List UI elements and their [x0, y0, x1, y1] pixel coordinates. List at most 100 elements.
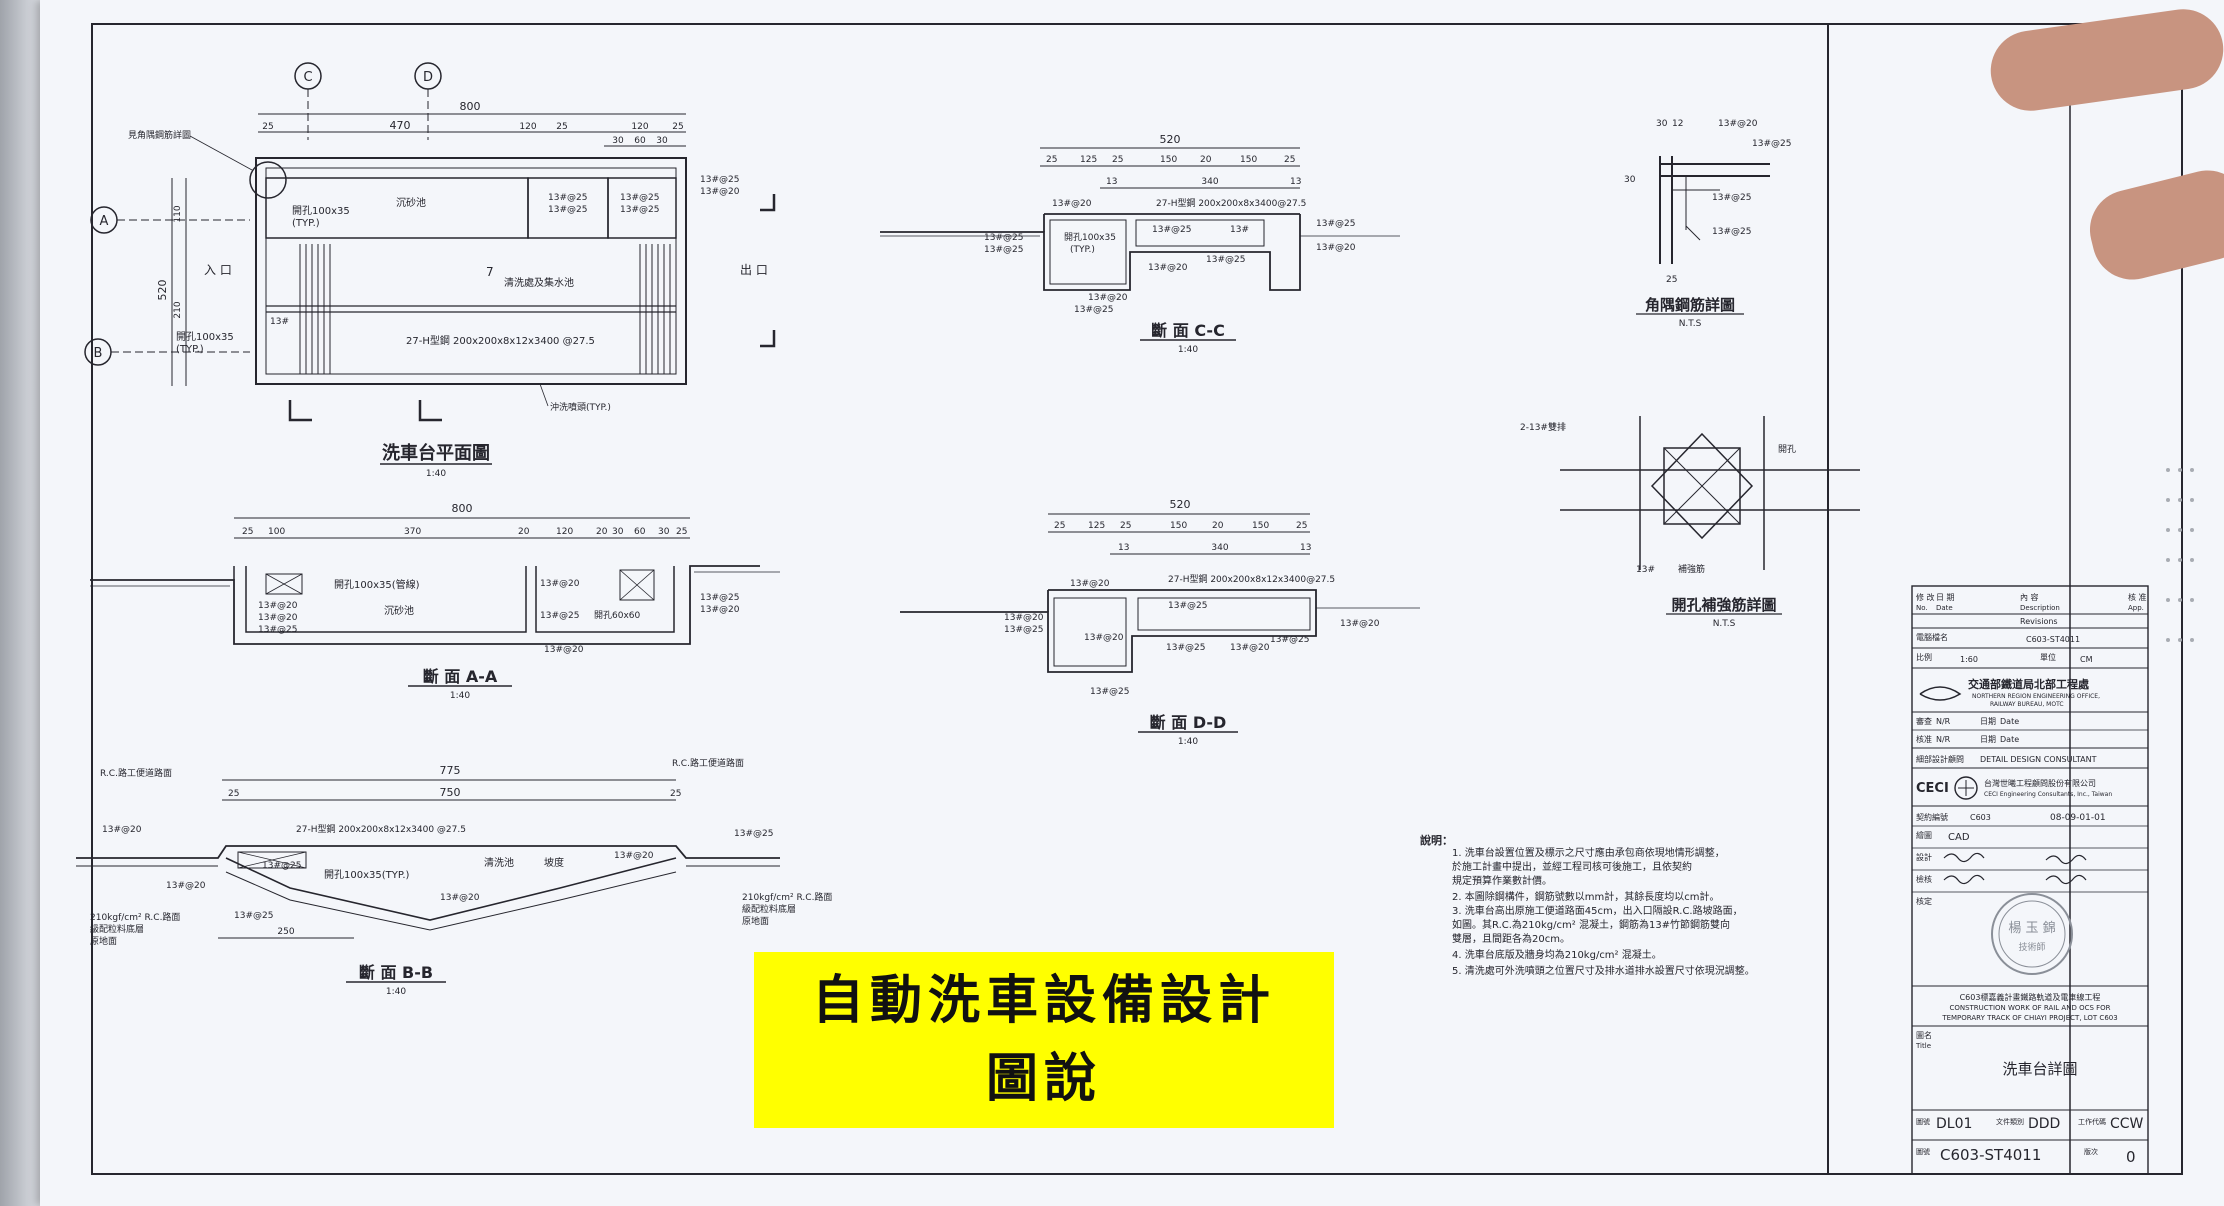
designer-signature — [1943, 852, 1985, 863]
svg-text:No.: No. — [1916, 604, 1928, 612]
svg-text:13#@25: 13#@25 — [984, 233, 1023, 243]
svg-text:25: 25 — [1666, 275, 1677, 285]
svg-text:13#@25: 13#@25 — [984, 245, 1023, 255]
svg-text:27-H型鋼 200x200x8x3400@27.5: 27-H型鋼 200x200x8x3400@27.5 — [1156, 197, 1306, 209]
svg-text:DDD: DDD — [2028, 1116, 2060, 1132]
svg-text:NORTHERN REGION ENGINEERING OF: NORTHERN REGION ENGINEERING OFFICE, — [1972, 693, 2100, 700]
section-bb: 775 750 25 25 250 R.C.路工便道路面 R.C.路工便道路面 … — [76, 757, 832, 997]
svg-text:13#@20: 13#@20 — [1340, 619, 1380, 629]
svg-text:C603-ST4011: C603-ST4011 — [2026, 635, 2080, 644]
section-aa: 800 25 100 370 20 120 20 30 60 30 25 開孔1… — [90, 502, 780, 701]
plan-title: 洗車台平面圖 — [382, 442, 490, 464]
svg-text:清洗池: 清洗池 — [484, 856, 514, 869]
svg-text:13#@20: 13#@20 — [540, 579, 580, 589]
svg-text:設計: 設計 — [1916, 852, 1932, 862]
svg-text:800: 800 — [452, 502, 473, 515]
svg-text:日 期: 日 期 — [1936, 593, 1955, 602]
svg-text:470: 470 — [390, 119, 411, 132]
svg-text:修 改: 修 改 — [1916, 592, 1935, 602]
sheet-border — [91, 23, 2183, 1175]
svg-text:25: 25 — [228, 789, 239, 799]
svg-text:13#@20: 13#@20 — [1070, 579, 1110, 589]
svg-text:13#@25: 13#@25 — [1168, 601, 1207, 611]
svg-text:於施工計畫中提出，並經工程司核可後施工，且依契約: 於施工計畫中提出，並經工程司核可後施工，且依契約 — [1452, 860, 1692, 873]
svg-text:340: 340 — [1201, 177, 1218, 187]
svg-text:RAILWAY BUREAU, MOTC: RAILWAY BUREAU, MOTC — [1990, 701, 2064, 708]
svg-text:CCW: CCW — [2110, 1116, 2144, 1132]
svg-text:N/R: N/R — [1936, 717, 1951, 726]
svg-text:13#@20: 13#@20 — [166, 881, 206, 891]
svg-text:30: 30 — [656, 136, 668, 146]
approver-signature-2 — [2045, 874, 2087, 885]
svg-text:210kgf/cm² R.C.路面: 210kgf/cm² R.C.路面 — [90, 911, 180, 923]
svg-text:100: 100 — [268, 527, 285, 537]
svg-text:13#@20: 13#@20 — [1004, 613, 1044, 623]
svg-text:Description: Description — [2020, 604, 2060, 612]
svg-text:60: 60 — [634, 136, 646, 146]
svg-text:入 口: 入 口 — [204, 263, 232, 277]
svg-text:工作代碼: 工作代碼 — [2078, 1117, 2106, 1126]
svg-text:雙層，且間距各為20cm。: 雙層，且間距各為20cm。 — [1452, 932, 1570, 945]
svg-text:13#@25: 13#@25 — [1152, 225, 1191, 235]
section-dd: 520 25 125 25 150 20 150 25 13 340 13 13… — [900, 498, 1420, 747]
grid-bubble-b: B — [84, 338, 250, 366]
svg-text:25: 25 — [1046, 155, 1057, 165]
svg-text:規定預算作業數計價。: 規定預算作業數計價。 — [1452, 874, 1552, 887]
svg-text:27-H型鋼 200x200x8x12x3400@27.5: 27-H型鋼 200x200x8x12x3400@27.5 — [1168, 573, 1335, 585]
grid-bubble-c: C — [294, 62, 322, 140]
corner-detail-title: 角隅鋼筋詳圖 — [1645, 296, 1735, 314]
svg-text:7: 7 — [486, 265, 494, 279]
svg-text:沖洗噴頭(TYP.): 沖洗噴頭(TYP.) — [550, 401, 611, 413]
svg-text:25: 25 — [262, 122, 273, 132]
svg-text:13#@25: 13#@25 — [700, 175, 739, 185]
svg-text:25: 25 — [1054, 521, 1065, 531]
svg-text:1:40: 1:40 — [426, 469, 446, 479]
svg-text:技術師: 技術師 — [2018, 941, 2045, 953]
banner-line-2: 圖說 — [985, 1049, 1102, 1109]
svg-text:DL01: DL01 — [1936, 1116, 1972, 1132]
svg-text:25: 25 — [1120, 521, 1131, 531]
svg-text:開孔100x35: 開孔100x35 — [292, 205, 350, 217]
svg-text:27-H型鋼 200x200x8x12x3400 @27.5: 27-H型鋼 200x200x8x12x3400 @27.5 — [296, 823, 466, 835]
svg-text:125: 125 — [1088, 521, 1105, 531]
svg-text:1:60: 1:60 — [1960, 655, 1978, 664]
svg-text:內 容: 內 容 — [2020, 592, 2039, 602]
svg-text:日期: 日期 — [1980, 717, 1996, 726]
svg-text:CM: CM — [2080, 655, 2093, 664]
svg-text:13#@20: 13#@20 — [102, 825, 142, 835]
svg-text:250: 250 — [277, 927, 294, 937]
svg-text:開孔100x35: 開孔100x35 — [176, 331, 234, 343]
section-aa-title: 斷 面 A-A — [423, 667, 498, 686]
svg-text:20: 20 — [518, 527, 530, 537]
opening-detail: 2-13#雙排 開孔 13# 補強筋 開孔補強筋詳圖 N.T.S — [1520, 416, 1860, 629]
svg-text:單位: 單位 — [2040, 652, 2056, 662]
svg-text:N.T.S: N.T.S — [1679, 319, 1702, 329]
svg-text:R.C.路工便道路面: R.C.路工便道路面 — [672, 757, 744, 769]
svg-text:13#@20: 13#@20 — [614, 851, 654, 861]
svg-text:CONSTRUCTION WORK OF RAIL AND: CONSTRUCTION WORK OF RAIL AND OCS FOR — [1949, 1004, 2110, 1012]
svg-text:版次: 版次 — [2084, 1147, 2098, 1156]
svg-text:開孔100x35(管線): 開孔100x35(管線) — [334, 578, 420, 591]
svg-text:13#@20: 13#@20 — [1316, 243, 1356, 253]
svg-text:1:40: 1:40 — [450, 691, 470, 701]
svg-text:210kgf/cm² R.C.路面: 210kgf/cm² R.C.路面 — [742, 891, 832, 903]
svg-text:2. 本圖除鋼構件，鋼筋號數以mm計，其餘長度均以cm計。: 2. 本圖除鋼構件，鋼筋號數以mm計，其餘長度均以cm計。 — [1452, 890, 1719, 903]
svg-text:開孔100x35: 開孔100x35 — [1064, 232, 1116, 243]
svg-text:13#@20: 13#@20 — [1230, 643, 1270, 653]
svg-text:核 准: 核 准 — [2128, 592, 2147, 602]
svg-text:520: 520 — [156, 280, 169, 301]
svg-text:25: 25 — [242, 527, 253, 537]
svg-text:1. 洗車台設置位置及標示之尺寸應由承包商依現地情形調整，: 1. 洗車台設置位置及標示之尺寸應由承包商依現地情形調整， — [1452, 846, 1725, 859]
svg-text:圖名: 圖名 — [1916, 1030, 1932, 1040]
svg-text:120: 120 — [556, 527, 573, 537]
svg-text:30: 30 — [658, 527, 670, 537]
svg-text:沉砂池: 沉砂池 — [396, 196, 426, 209]
general-notes: 說明： 1. 洗車台設置位置及標示之尺寸應由承包商依現地情形調整， 於施工計畫中… — [1420, 833, 1755, 977]
svg-text:13#@25: 13#@25 — [734, 829, 773, 839]
banner-line-1: 自動洗車設備設計 — [811, 971, 1276, 1031]
svg-text:27-H型鋼 200x200x8x12x3400 @27.5: 27-H型鋼 200x200x8x12x3400 @27.5 — [406, 334, 595, 347]
title-block: 修 改 日 期 內 容 Description 核 准 No. Date Rev… — [1911, 585, 2149, 1175]
svg-text:A: A — [100, 214, 109, 229]
svg-text:13#@25: 13#@25 — [1270, 635, 1309, 645]
edge-dots — [2166, 468, 2194, 642]
